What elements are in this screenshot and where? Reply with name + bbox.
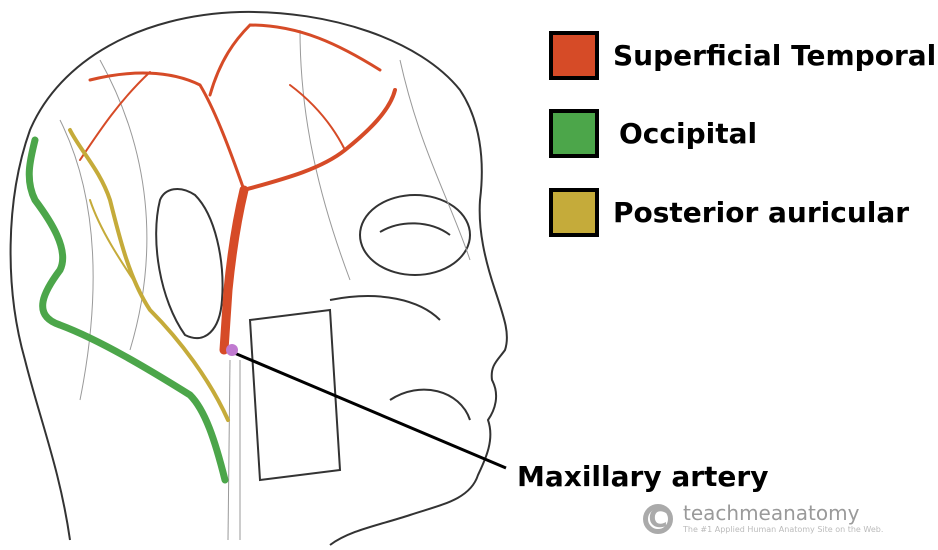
legend-label: Posterior auricular (613, 196, 910, 229)
legend-swatch (549, 188, 599, 237)
occipital-artery (25, 136, 229, 484)
posterior-auricular-artery (68, 128, 230, 422)
callout-line (231, 350, 507, 470)
maxillary-artery-marker (226, 344, 238, 356)
head-outline (9, 10, 508, 546)
muscle-hatching (59, 29, 471, 541)
legend-swatch (549, 31, 599, 80)
maxillary-artery-label: Maxillary artery (517, 460, 769, 493)
legend-label: Occipital (619, 117, 758, 150)
legend-swatch (549, 109, 599, 158)
legend-label: Superficial Temporal (613, 39, 937, 72)
legend-item-superficial-temporal: Superficial Temporal (549, 31, 936, 80)
watermark-name: teachmeanatomy (683, 501, 860, 525)
watermark-logo: C teachmeanatomy The #1 Applied Human An… (643, 503, 883, 534)
legend-item-occipital: Occipital (549, 109, 757, 158)
copyright-icon: C (643, 503, 673, 534)
watermark-tagline: The #1 Applied Human Anatomy Site on the… (683, 525, 884, 534)
superficial-temporal-artery (79, 23, 397, 355)
legend-item-posterior-auricular: Posterior auricular (549, 188, 909, 237)
